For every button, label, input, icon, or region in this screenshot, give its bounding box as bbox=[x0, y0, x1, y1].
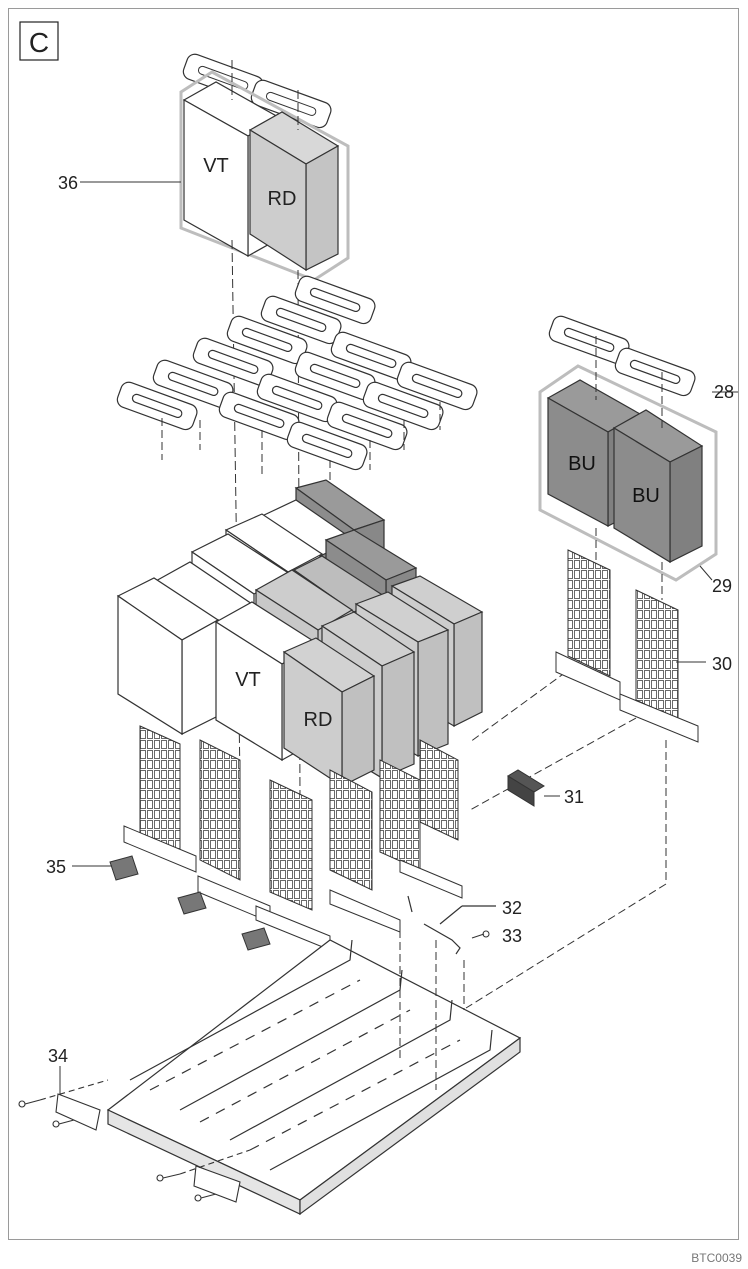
callout-36: 36 bbox=[58, 173, 78, 193]
part-33-screw bbox=[471, 930, 490, 939]
module-label-vt-top: VT bbox=[203, 155, 229, 177]
module-label-rd-top: RD bbox=[268, 188, 297, 210]
drawing-code: BTC0039 bbox=[691, 1251, 742, 1265]
guide-lines-bottom bbox=[399, 930, 465, 1090]
module-rd-top: RD bbox=[248, 111, 340, 272]
callout-30: 30 bbox=[712, 654, 732, 674]
callout-34: 34 bbox=[48, 1046, 68, 1066]
base-tray bbox=[106, 939, 522, 1216]
part-34-fasteners bbox=[18, 1079, 251, 1203]
guide-lines-middle bbox=[161, 402, 441, 500]
section-letter: C bbox=[29, 27, 49, 58]
callout-32: 32 bbox=[502, 898, 522, 918]
connector-rack-right-2 bbox=[619, 589, 699, 743]
module-group-29-outline bbox=[538, 364, 718, 582]
module-label-vt-main: VT bbox=[235, 669, 261, 691]
module-label-bu-1: BU bbox=[568, 453, 596, 475]
drawing-frame bbox=[8, 8, 739, 1240]
leader-29 bbox=[699, 565, 713, 581]
callout-28: 28 bbox=[714, 382, 734, 402]
module-label-bu-2: BU bbox=[632, 485, 660, 507]
cover-plates-middle bbox=[116, 275, 478, 471]
module-bu-2 bbox=[612, 409, 704, 564]
part-31-connector bbox=[507, 769, 545, 807]
connector-rack-right-1 bbox=[555, 549, 621, 701]
cover-plates-right bbox=[548, 315, 696, 397]
part-35-connectors bbox=[109, 855, 271, 951]
module-label-rd-main: RD bbox=[304, 709, 333, 731]
part-32-bracket bbox=[407, 895, 496, 955]
section-letter-box: C bbox=[19, 21, 59, 61]
callout-29: 29 bbox=[712, 576, 732, 596]
callout-31: 31 bbox=[564, 787, 584, 807]
connector-racks bbox=[123, 725, 463, 951]
callout-33: 33 bbox=[502, 926, 522, 946]
main-module-block bbox=[116, 479, 484, 788]
callout-35: 35 bbox=[46, 857, 66, 877]
guide-lines-right bbox=[465, 336, 667, 1009]
module-group-36-outline bbox=[179, 70, 350, 282]
